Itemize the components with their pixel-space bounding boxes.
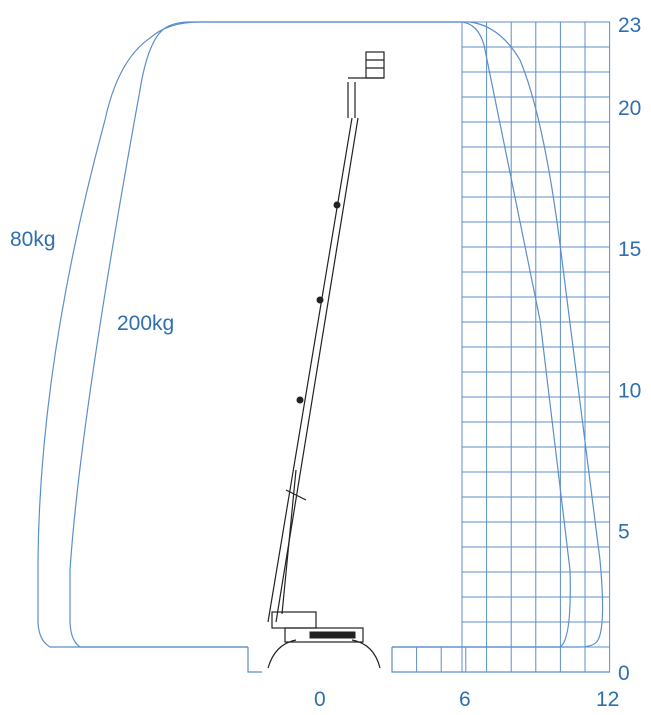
x-tick-label: 6 <box>459 688 471 711</box>
work-basket <box>348 51 385 79</box>
y-tick-label: 23 <box>618 14 641 37</box>
y-tick-label: 5 <box>618 521 630 544</box>
telescopic-boom <box>267 82 359 623</box>
y-axis-labels: 23 20 15 10 5 0 <box>618 14 641 685</box>
ground-line-left <box>247 647 262 673</box>
y-tick-label: 0 <box>618 662 630 685</box>
outer-envelope-80kg <box>37 21 604 648</box>
load-label-80kg: 80kg <box>10 228 56 251</box>
inner-envelope-200kg <box>69 21 571 648</box>
load-label-200kg: 200kg <box>117 312 174 335</box>
y-tick-label: 10 <box>618 379 641 402</box>
x-tick-label: 12 <box>596 688 619 711</box>
x-axis-labels: 0 6 12 <box>314 688 619 711</box>
ground-line-right <box>391 647 610 673</box>
y-tick-label: 20 <box>618 97 641 120</box>
x-tick-label: 0 <box>314 688 326 711</box>
y-tick-label: 15 <box>618 238 641 261</box>
crawler-base <box>267 611 381 669</box>
reach-grid <box>391 21 611 673</box>
